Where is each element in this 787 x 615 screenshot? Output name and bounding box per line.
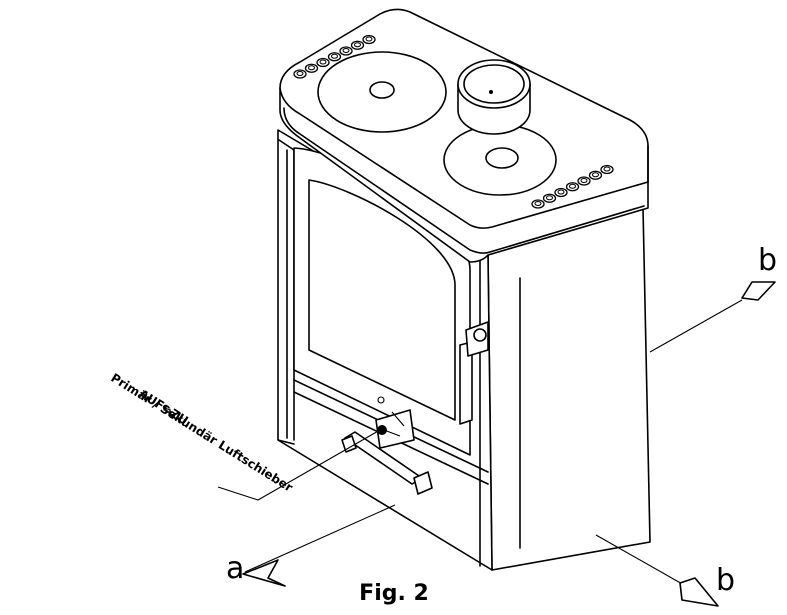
knob-inner-2 — [308, 65, 315, 71]
side-panel — [487, 207, 651, 571]
arrow-a — [242, 559, 286, 587]
figure-caption: Fig. 2 — [359, 581, 429, 606]
knob-inner-3 — [319, 59, 327, 65]
knob-inner-8 — [534, 201, 542, 206]
arrow-b-bottom — [679, 577, 719, 607]
arrow-b-right — [741, 281, 776, 301]
hotplate-knobs — [293, 34, 614, 209]
knob-inner-6 — [354, 42, 361, 48]
knob-inner-7 — [365, 36, 373, 42]
knob-inner-5 — [342, 48, 350, 53]
hotplate-left — [317, 51, 447, 133]
knob-inner-11 — [569, 183, 576, 189]
knob-inner-9 — [546, 195, 553, 201]
flue-collar — [457, 59, 531, 135]
label-b-bottom: b — [716, 563, 735, 598]
label-slider-name: Primär / Sekundär Luftschieber — [108, 371, 295, 495]
knob-inner-10 — [557, 189, 565, 195]
leader-lines — [217, 299, 743, 586]
knob-inner-13 — [592, 172, 599, 178]
hotplate-right — [443, 124, 557, 196]
door-handle — [459, 321, 489, 425]
label-slider-open-close: AUF⇔ZU — [136, 387, 190, 428]
knob-inner-4 — [331, 53, 338, 59]
knob-inner-14 — [603, 166, 611, 172]
label-b-right: b — [758, 243, 777, 278]
label-a: a — [226, 551, 244, 586]
knob-inner-1 — [296, 71, 304, 76]
knob-inner-12 — [580, 178, 588, 183]
air-slider — [341, 396, 433, 495]
